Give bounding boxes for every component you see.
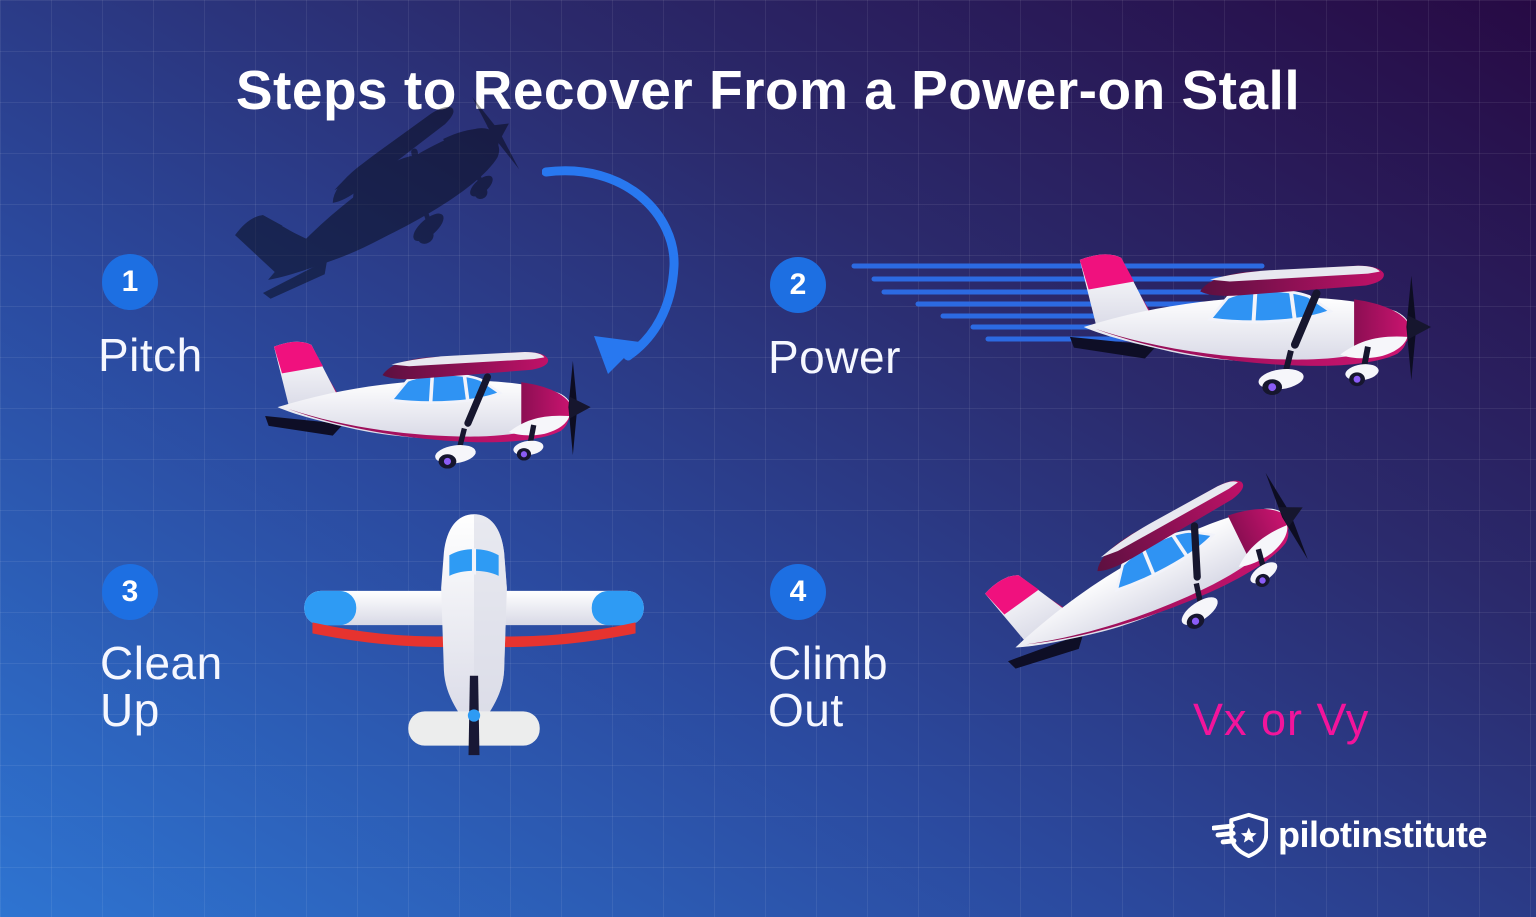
climb-speed-annotation: Vx or Vy — [1193, 694, 1370, 745]
level-airplane-icon — [258, 336, 596, 478]
step-4-badge: 4 — [770, 564, 826, 620]
step-3-number: 3 — [121, 575, 139, 608]
step-3-badge: 3 — [102, 564, 158, 620]
step-2-number: 2 — [789, 268, 807, 301]
airplane-top-view-icon — [296, 506, 652, 766]
step-3-label: Clean Up — [100, 637, 223, 736]
step-1-badge: 1 — [102, 254, 158, 310]
step-1-label: Pitch — [98, 329, 203, 381]
step-1-number: 1 — [121, 265, 139, 298]
brand-logo: pilotinstitute — [1212, 810, 1487, 860]
page-title: Steps to Recover From a Power-on Stall — [235, 59, 1301, 121]
brand-logo-text: pilotinstitute — [1278, 814, 1487, 855]
step-2-label: Power — [768, 331, 901, 383]
step-4-label: Climb Out — [768, 637, 889, 736]
step-2-badge: 2 — [770, 257, 826, 313]
winged-shield-star-icon — [1212, 812, 1268, 858]
step-4-number: 4 — [789, 575, 807, 608]
recovery-arrow-icon — [542, 158, 682, 376]
level-airplane-with-power-icon — [1062, 248, 1437, 406]
climbing-airplane-icon — [966, 440, 1340, 722]
